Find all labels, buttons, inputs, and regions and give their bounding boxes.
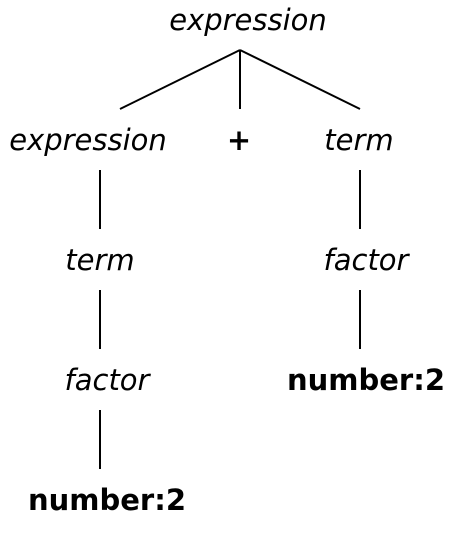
node-plus: + [227,123,251,157]
node-right-factor: factor [324,243,411,277]
edge-root-to-expression [119,49,241,110]
node-left-term: term [65,243,134,277]
node-left-factor: factor [65,363,152,397]
node-left-expression: expression [9,123,167,157]
node-right-term: term [324,123,393,157]
node-left-number: number:2 [28,483,186,517]
node-right-number: number:2 [287,363,445,397]
edge-root-to-term [239,49,361,110]
tree-edges [99,49,361,469]
node-root-expression: expression [169,3,327,37]
